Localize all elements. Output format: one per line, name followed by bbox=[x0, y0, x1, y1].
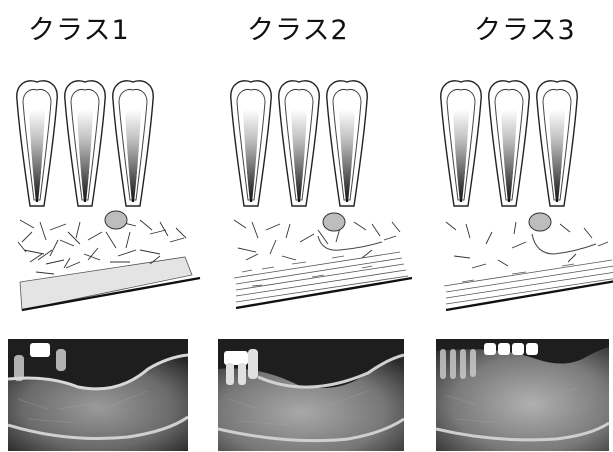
class1-bone-illustration bbox=[10, 72, 210, 312]
class3-bone-illustration bbox=[432, 72, 613, 312]
tooth-graphic bbox=[231, 81, 271, 206]
class2-bone-illustration bbox=[222, 72, 422, 312]
tooth-graphic bbox=[17, 81, 57, 206]
class3-xray-image bbox=[436, 339, 609, 451]
class3-title: クラス3 bbox=[474, 8, 576, 47]
class2-title: クラス2 bbox=[247, 8, 349, 47]
class2-xray-image bbox=[218, 339, 404, 451]
class1-xray-image bbox=[8, 339, 188, 451]
class1-title: クラス1 bbox=[28, 8, 130, 47]
tooth-graphic bbox=[441, 81, 481, 206]
